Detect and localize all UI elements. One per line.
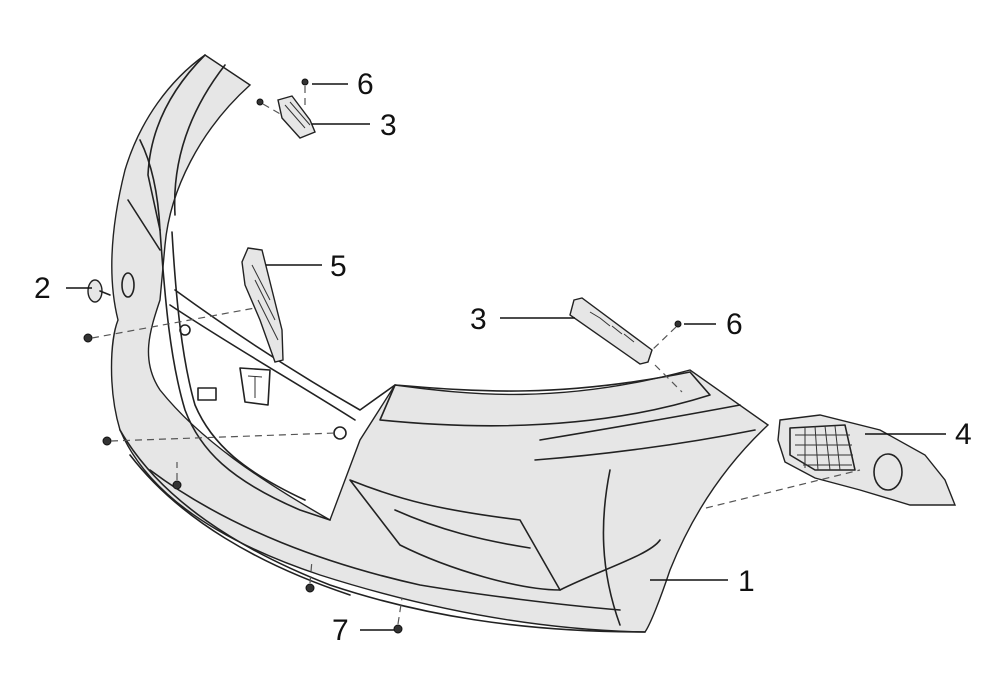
assembly-lines <box>91 86 861 625</box>
callout-5: 5 <box>330 250 347 283</box>
center-bracket <box>241 247 284 363</box>
side-bracket-right <box>569 297 653 365</box>
callout-labels: 1 2 3 3 4 5 6 6 7 <box>34 68 972 647</box>
callout-7: 7 <box>332 614 349 647</box>
callout-3-right: 3 <box>470 303 487 336</box>
callout-6-upper: 6 <box>357 68 374 101</box>
bumper-cover <box>110 54 770 633</box>
fog-lamp-grille <box>777 414 957 506</box>
callout-6-right: 6 <box>726 308 743 341</box>
callout-4: 4 <box>955 418 972 451</box>
side-bracket-upper <box>277 95 316 139</box>
callout-3-upper: 3 <box>380 109 397 142</box>
plug-cap <box>87 279 111 303</box>
callout-2: 2 <box>34 272 51 305</box>
callout-1: 1 <box>738 565 755 598</box>
leader-lines <box>66 83 946 631</box>
